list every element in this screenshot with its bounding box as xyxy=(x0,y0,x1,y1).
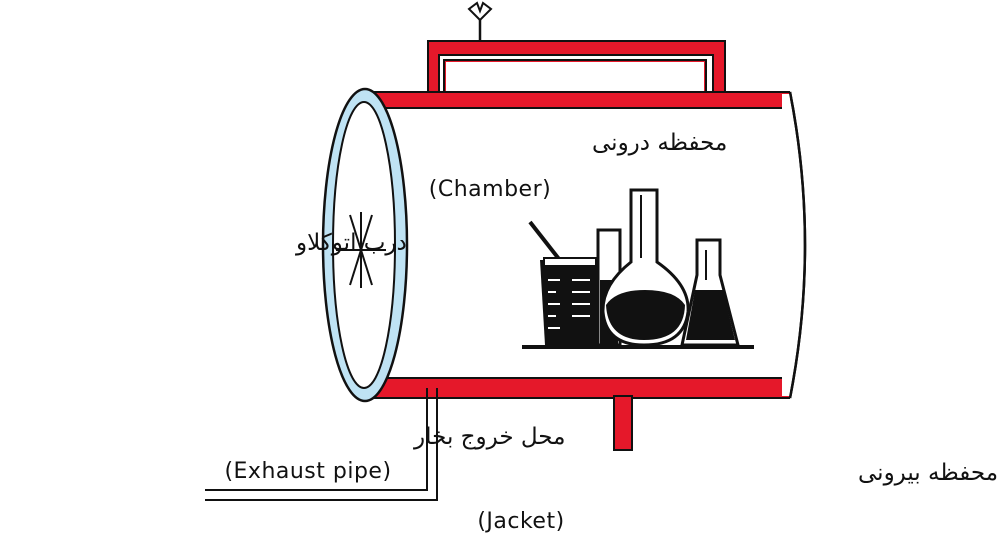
autoclave-door xyxy=(321,87,409,403)
exhaust-label-en: (Exhaust pipe) xyxy=(224,459,391,484)
door-label-fa: درب اتوکلاو xyxy=(295,230,407,256)
chamber-label-en: (Chamber) xyxy=(429,177,551,202)
exhaust-pipe xyxy=(205,388,438,501)
jacket-label-en: (Jacket) xyxy=(477,509,564,534)
exhaust-label-fa: محل خروج بخار xyxy=(413,424,565,450)
chamber-label-fa: محفظه درونی xyxy=(592,130,727,156)
jacket-inlet-pipe xyxy=(613,395,633,451)
autoclave-body xyxy=(360,91,807,399)
jacket-label-fa: محل ورود بخار به محفظه بیرونی xyxy=(858,460,1000,486)
asterisk-handle-icon xyxy=(336,212,386,288)
valve-icon xyxy=(467,1,493,41)
lab-glassware-icon xyxy=(522,188,754,349)
